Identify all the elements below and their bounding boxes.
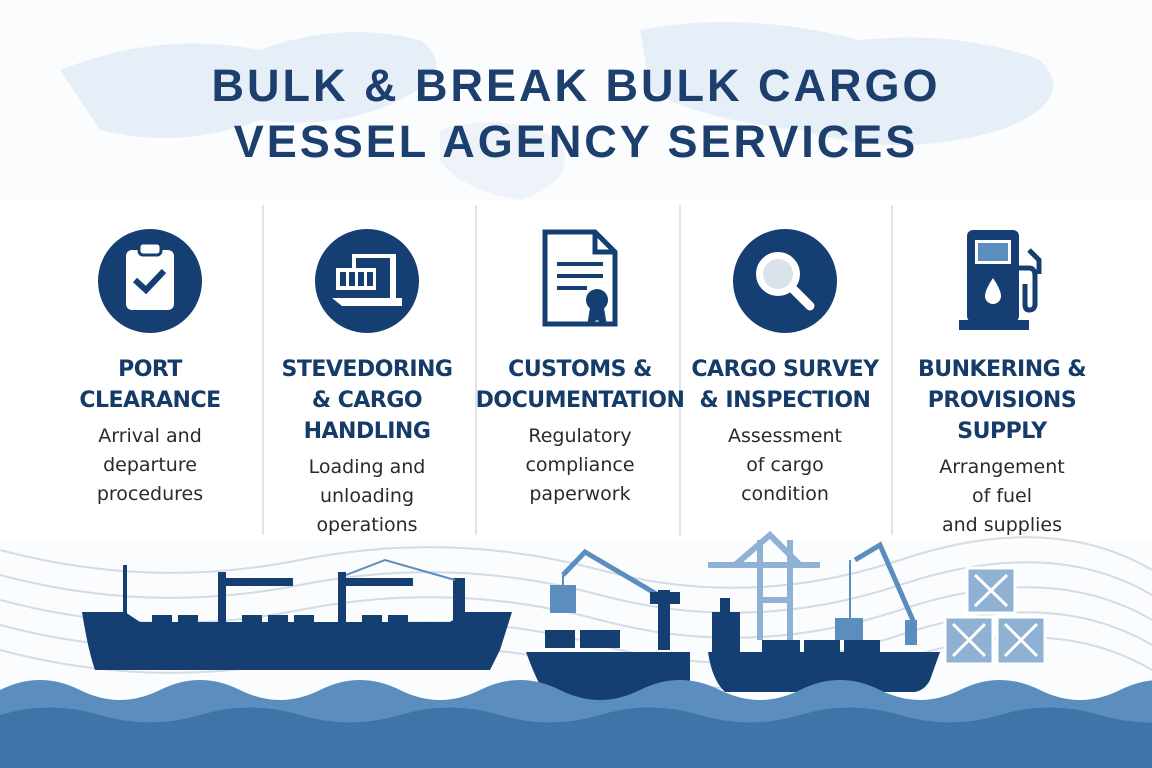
certificate-document-icon	[542, 229, 618, 327]
service-heading: STEVEDORING & CARGO HANDLING	[281, 357, 454, 444]
title-line-2: VESSEL AGENCY SERVICES	[233, 116, 919, 167]
service-heading: CUSTOMS & DOCUMENTATION	[475, 357, 685, 413]
cargo-crates	[943, 566, 1047, 666]
magnifier-icon	[733, 229, 837, 333]
service-bunkering: BUNKERING & PROVISIONS SUPPLY Arrangemen…	[897, 228, 1107, 540]
divider	[891, 205, 893, 535]
world-map-background	[60, 22, 1054, 200]
service-description: Loading and unloading operations	[308, 456, 426, 536]
service-heading: PORT CLEARANCE	[79, 357, 221, 413]
service-stevedoring: STEVEDORING & CARGO HANDLING Loading and…	[262, 228, 472, 540]
port-scene-illustration	[0, 530, 1152, 768]
bulk-carrier-ship	[82, 565, 512, 670]
service-description: Regulatory compliance paperwork	[525, 425, 635, 505]
divider	[475, 205, 477, 535]
title-line-1: BULK & BREAK BULK CARGO	[211, 60, 941, 111]
divider	[262, 205, 264, 535]
crane-container-icon	[315, 229, 419, 333]
fuel-pump-icon	[959, 230, 1042, 330]
page-title: BULK & BREAK BULK CARGO VESSEL AGENCY SE…	[0, 58, 1152, 170]
service-description: Assessment of cargo condition	[728, 425, 842, 505]
service-port-clearance: PORT CLEARANCE Arrival and departure pro…	[45, 228, 255, 509]
service-description: Arrival and departure procedures	[96, 425, 204, 505]
divider	[679, 205, 681, 535]
service-customs: CUSTOMS & DOCUMENTATION Regulatory compl…	[475, 228, 685, 509]
service-cargo-survey: CARGO SURVEY & INSPECTION Assessment of …	[680, 228, 890, 509]
service-heading: BUNKERING & PROVISIONS SUPPLY	[917, 357, 1087, 444]
crane-ship	[526, 548, 690, 700]
clipboard-check-icon	[98, 229, 202, 333]
container-ship-with-gantry	[708, 530, 940, 692]
sea-wave-dark	[0, 707, 1152, 768]
service-heading: CARGO SURVEY & INSPECTION	[691, 357, 879, 413]
service-description: Arrangement of fuel and supplies	[939, 456, 1065, 536]
